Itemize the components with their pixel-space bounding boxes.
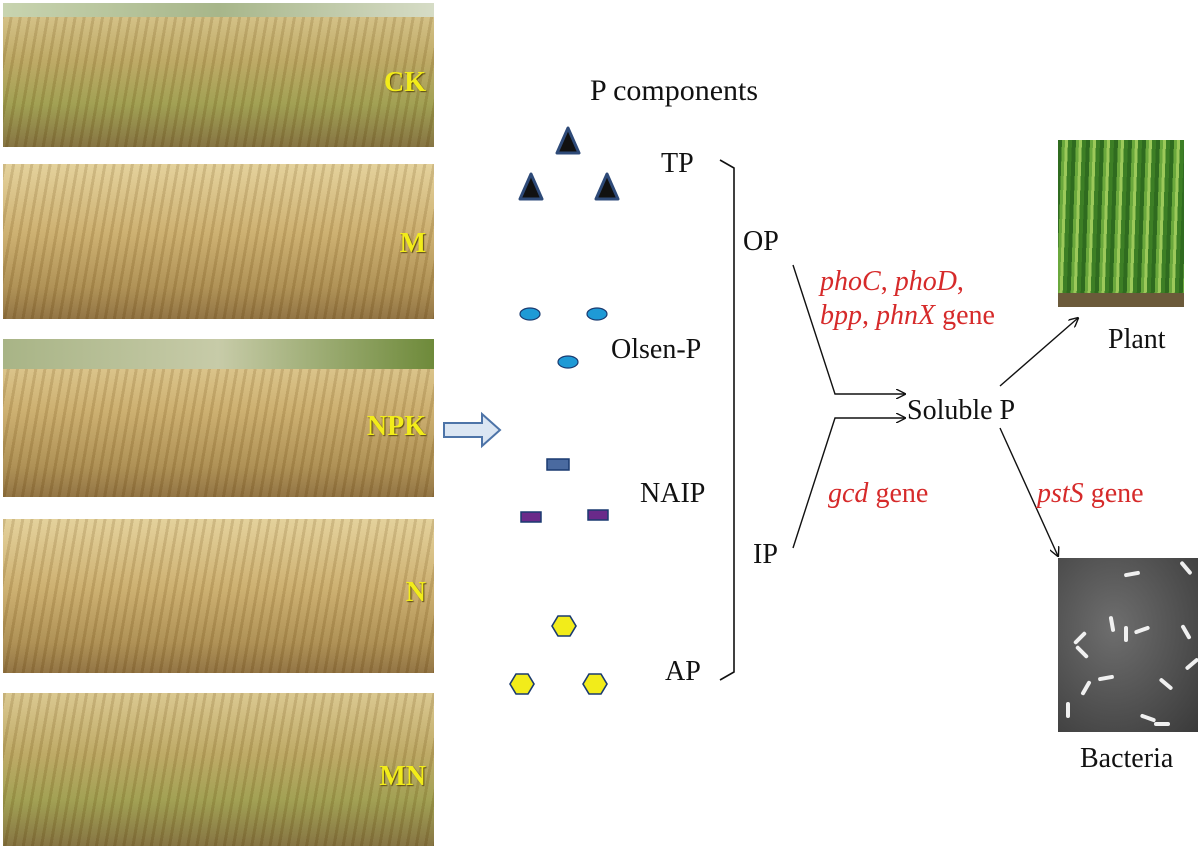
- gene-label-organic-2: bpp, phnX gene: [820, 302, 995, 330]
- bacterium: [1184, 657, 1198, 671]
- triangle-icon: [518, 126, 620, 201]
- bacterium: [1158, 677, 1174, 691]
- bacterium: [1179, 560, 1193, 576]
- arrow-ip-to-soluble: [792, 418, 905, 549]
- photo-horizon: [3, 339, 434, 369]
- field-photo-npk: NPK: [3, 339, 434, 497]
- panel-label-n: N: [405, 577, 426, 608]
- separator: ,: [880, 266, 888, 297]
- block-arrow-icon: [443, 411, 502, 449]
- gene-word: gene: [875, 478, 929, 509]
- bacterium: [1123, 570, 1141, 578]
- bacterium: [1139, 713, 1157, 723]
- gene-phnx: phnX: [876, 300, 936, 331]
- rectangle-icon: [520, 458, 609, 523]
- separator: ,: [862, 300, 869, 331]
- arrow-to-plant: [999, 318, 1078, 387]
- label-naip: NAIP: [640, 478, 706, 509]
- bacterium: [1072, 630, 1088, 646]
- gene-label-organic: phoC, phoD,: [820, 268, 964, 296]
- bacterium: [1074, 644, 1090, 660]
- gene-word: gene: [942, 300, 995, 331]
- label-plant: Plant: [1108, 324, 1166, 355]
- label-bacteria: Bacteria: [1080, 743, 1174, 774]
- panel-label-mn: MN: [379, 761, 426, 792]
- component-bracket: [719, 159, 735, 681]
- label-ap: AP: [665, 656, 701, 687]
- field-photo-mn: MN: [3, 693, 434, 846]
- arrow-op-to-soluble: [792, 264, 905, 394]
- field-photo-n: N: [3, 519, 434, 673]
- gene-phoc: phoC: [820, 266, 881, 297]
- bacterium: [1097, 674, 1115, 682]
- panel-label-m: M: [399, 228, 426, 259]
- ellipse-icon: [519, 307, 608, 369]
- bacterium: [1066, 702, 1070, 718]
- label-ip: IP: [753, 539, 778, 570]
- gene-label-inorganic: gcd gene: [828, 480, 928, 508]
- gene-label-uptake: pstS gene: [1037, 480, 1144, 508]
- bacterium: [1154, 722, 1170, 726]
- label-op: OP: [743, 226, 779, 257]
- gene-phod: phoD: [894, 266, 957, 297]
- plant-photo: [1058, 140, 1184, 307]
- gene-word: gene: [1090, 478, 1144, 509]
- bacterium: [1124, 626, 1128, 642]
- arrow-to-bacteria: [999, 427, 1058, 556]
- photo-horizon: [3, 3, 434, 17]
- field-photo-m: M: [3, 164, 434, 319]
- bacterium: [1133, 625, 1151, 635]
- panel-label-npk: NPK: [366, 411, 426, 442]
- gene-bpp: bpp: [820, 300, 862, 331]
- hexagon-icon: [509, 615, 608, 695]
- bacterium: [1080, 680, 1092, 696]
- separator: ,: [956, 266, 964, 297]
- gene-gcd: gcd: [828, 478, 869, 509]
- photo-soil: [1058, 293, 1184, 307]
- panel-label-ck: CK: [384, 67, 426, 98]
- label-olsen-p: Olsen-P: [611, 334, 702, 365]
- field-photo-ck: CK: [3, 3, 434, 147]
- diagram-title: P components: [590, 74, 759, 107]
- gene-psts: pstS: [1037, 478, 1084, 509]
- bacteria-micrograph: [1058, 558, 1198, 732]
- label-tp: TP: [661, 148, 694, 179]
- bacterium: [1108, 615, 1116, 633]
- bacterium: [1180, 624, 1192, 640]
- soluble-p-label: Soluble P: [907, 395, 1016, 426]
